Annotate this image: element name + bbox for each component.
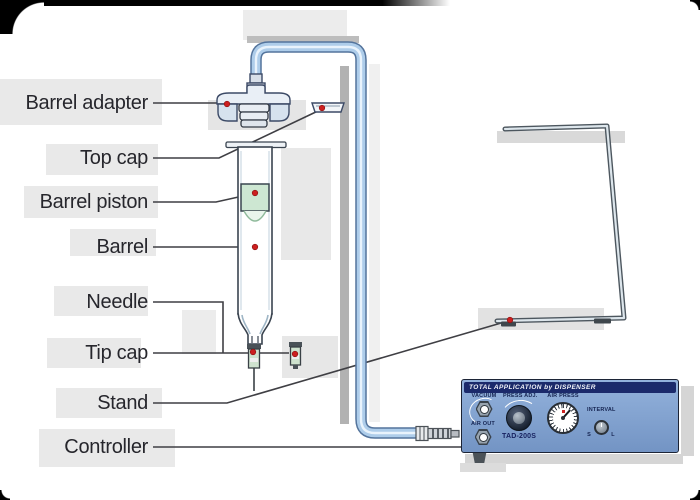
shadow-patch <box>70 229 156 256</box>
interval-knob <box>593 419 609 435</box>
shadow-patch <box>243 10 347 40</box>
leader-lines <box>153 102 509 448</box>
press-adj-knob <box>506 405 532 431</box>
interval-max-label: L <box>611 432 615 438</box>
leader-line <box>153 301 224 353</box>
tube-fitting <box>415 425 460 442</box>
syringe-barrel-drawing <box>225 141 287 345</box>
barrel-adapter-drawing <box>216 73 291 128</box>
needle-drawing <box>247 344 261 391</box>
interval-label: INTERVAL <box>587 407 616 413</box>
marker-barrel-piston <box>251 189 259 197</box>
label-controller: Controller <box>64 436 148 458</box>
shadow-patch <box>340 66 349 424</box>
leader-line <box>153 109 321 159</box>
shadow-patch <box>247 36 359 43</box>
label-stand: Stand <box>97 392 148 414</box>
label-barrel: Barrel <box>96 236 148 258</box>
controller-header: TOTAL APPLICATION by DISPENSER <box>464 382 676 393</box>
shadow-patch <box>369 64 380 422</box>
page-corner <box>0 0 44 34</box>
shadow-patch <box>497 131 625 143</box>
barrel-body <box>237 146 273 315</box>
air-out-port <box>474 429 492 445</box>
label-tip-cap: Tip cap <box>85 342 148 364</box>
marker-needle <box>249 348 257 356</box>
label-barrel-adapter: Barrel adapter <box>25 92 148 114</box>
piston-bulge <box>243 210 267 222</box>
shadow-patch <box>281 148 331 260</box>
controller-unit: TOTAL APPLICATION by DISPENSER VACUUM AI… <box>461 379 679 453</box>
marker-dots <box>223 100 514 452</box>
air-out-label: AIR OUT <box>470 421 495 427</box>
label-barrel-piston: Barrel piston <box>39 191 149 213</box>
shadow-patch <box>47 338 141 368</box>
marker-barrel-adapter <box>223 100 231 108</box>
label-top-cap: Top cap <box>80 147 148 169</box>
marker-tip-cap <box>291 350 299 358</box>
model-number: TAD-200S <box>502 433 537 440</box>
air-press-gauge <box>547 402 579 434</box>
interval-min-label: S <box>587 432 591 438</box>
vacuum-label: VACUUM <box>471 393 497 399</box>
top-cap-drawing <box>311 102 345 113</box>
page-corner <box>690 490 700 500</box>
leader-line <box>153 320 509 404</box>
shadow-patch <box>0 79 162 125</box>
stand-foot <box>594 318 611 324</box>
shadow-patch <box>460 463 506 472</box>
air-press-label: AIR PRESS <box>547 393 579 399</box>
shadow-patch <box>46 144 158 175</box>
shadow-patch <box>56 388 162 418</box>
shadow-patch <box>681 386 694 456</box>
marker-stand <box>506 316 514 324</box>
marker-barrel <box>251 243 259 251</box>
shadow-patch <box>182 310 216 354</box>
tube-coupler <box>249 73 263 84</box>
stand-foot <box>501 321 516 327</box>
controller-foot <box>472 451 487 463</box>
stand-drawing <box>494 123 627 327</box>
page-edge <box>0 0 450 6</box>
page-corner <box>690 0 700 10</box>
shadow-patch <box>39 429 175 467</box>
barrel-piston-drawing <box>240 183 270 212</box>
shadow-patch <box>24 186 158 218</box>
air-tube <box>250 41 417 439</box>
marker-top-cap <box>318 104 326 112</box>
leader-line <box>153 193 253 203</box>
label-needle: Needle <box>86 291 148 313</box>
shadow-patch <box>465 454 683 464</box>
shadow-patch <box>54 286 148 316</box>
page-corner <box>0 490 10 500</box>
press-adj-label: PRESS ADJ. <box>503 393 538 399</box>
vacuum-port <box>475 401 493 417</box>
